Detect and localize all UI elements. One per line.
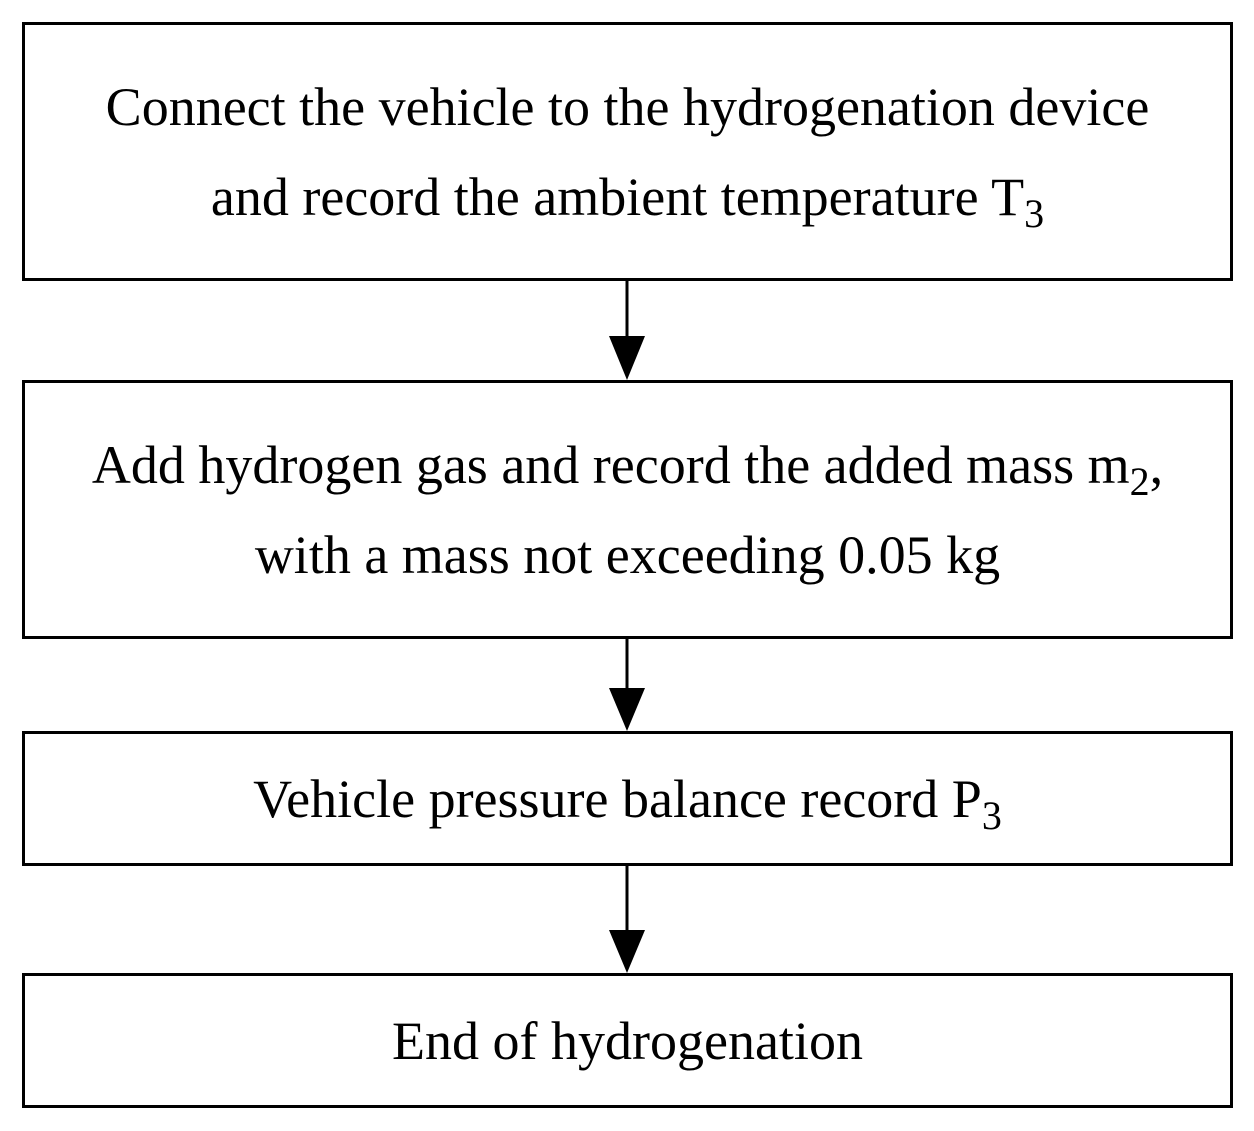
step-1-line-2: and record the ambient temperature T3 (211, 152, 1044, 242)
step-1-line-2-text: and record the ambient temperature T (210, 166, 1025, 227)
arrow-1-head (609, 336, 645, 380)
arrow-2 (609, 639, 645, 731)
arrow-1 (609, 281, 645, 380)
step-2-subscript: 2 (1129, 458, 1150, 504)
step-1-subscript: 3 (1024, 190, 1045, 236)
step-2-line-2: with a mass not exceeding 0.05 kg (254, 524, 1001, 585)
step-1-line-1: Connect the vehicle to the hydrogenation… (105, 76, 1150, 137)
step-3-subscript: 3 (981, 792, 1002, 838)
arrow-3-head (609, 930, 645, 973)
step-2-line-1-text: Add hydrogen gas and record the added ma… (91, 434, 1130, 495)
step-3-line-1: Vehicle pressure balance record P3 (253, 764, 1002, 836)
step-3-line-1-text: Vehicle pressure balance record P (253, 768, 982, 829)
step-4-line-1: End of hydrogenation (392, 1010, 863, 1071)
arrow-2-head (609, 688, 645, 731)
step-2-line-1-tail: , (1149, 434, 1164, 495)
step-add-hydrogen: Add hydrogen gas and record the added ma… (22, 380, 1233, 639)
step-2-line-1: Add hydrogen gas and record the added ma… (92, 420, 1163, 510)
step-pressure-balance: Vehicle pressure balance record P3 (22, 731, 1233, 866)
step-end-hydrogenation: End of hydrogenation (22, 973, 1233, 1108)
step-connect-vehicle: Connect the vehicle to the hydrogenation… (22, 22, 1233, 281)
arrow-3 (609, 866, 645, 973)
